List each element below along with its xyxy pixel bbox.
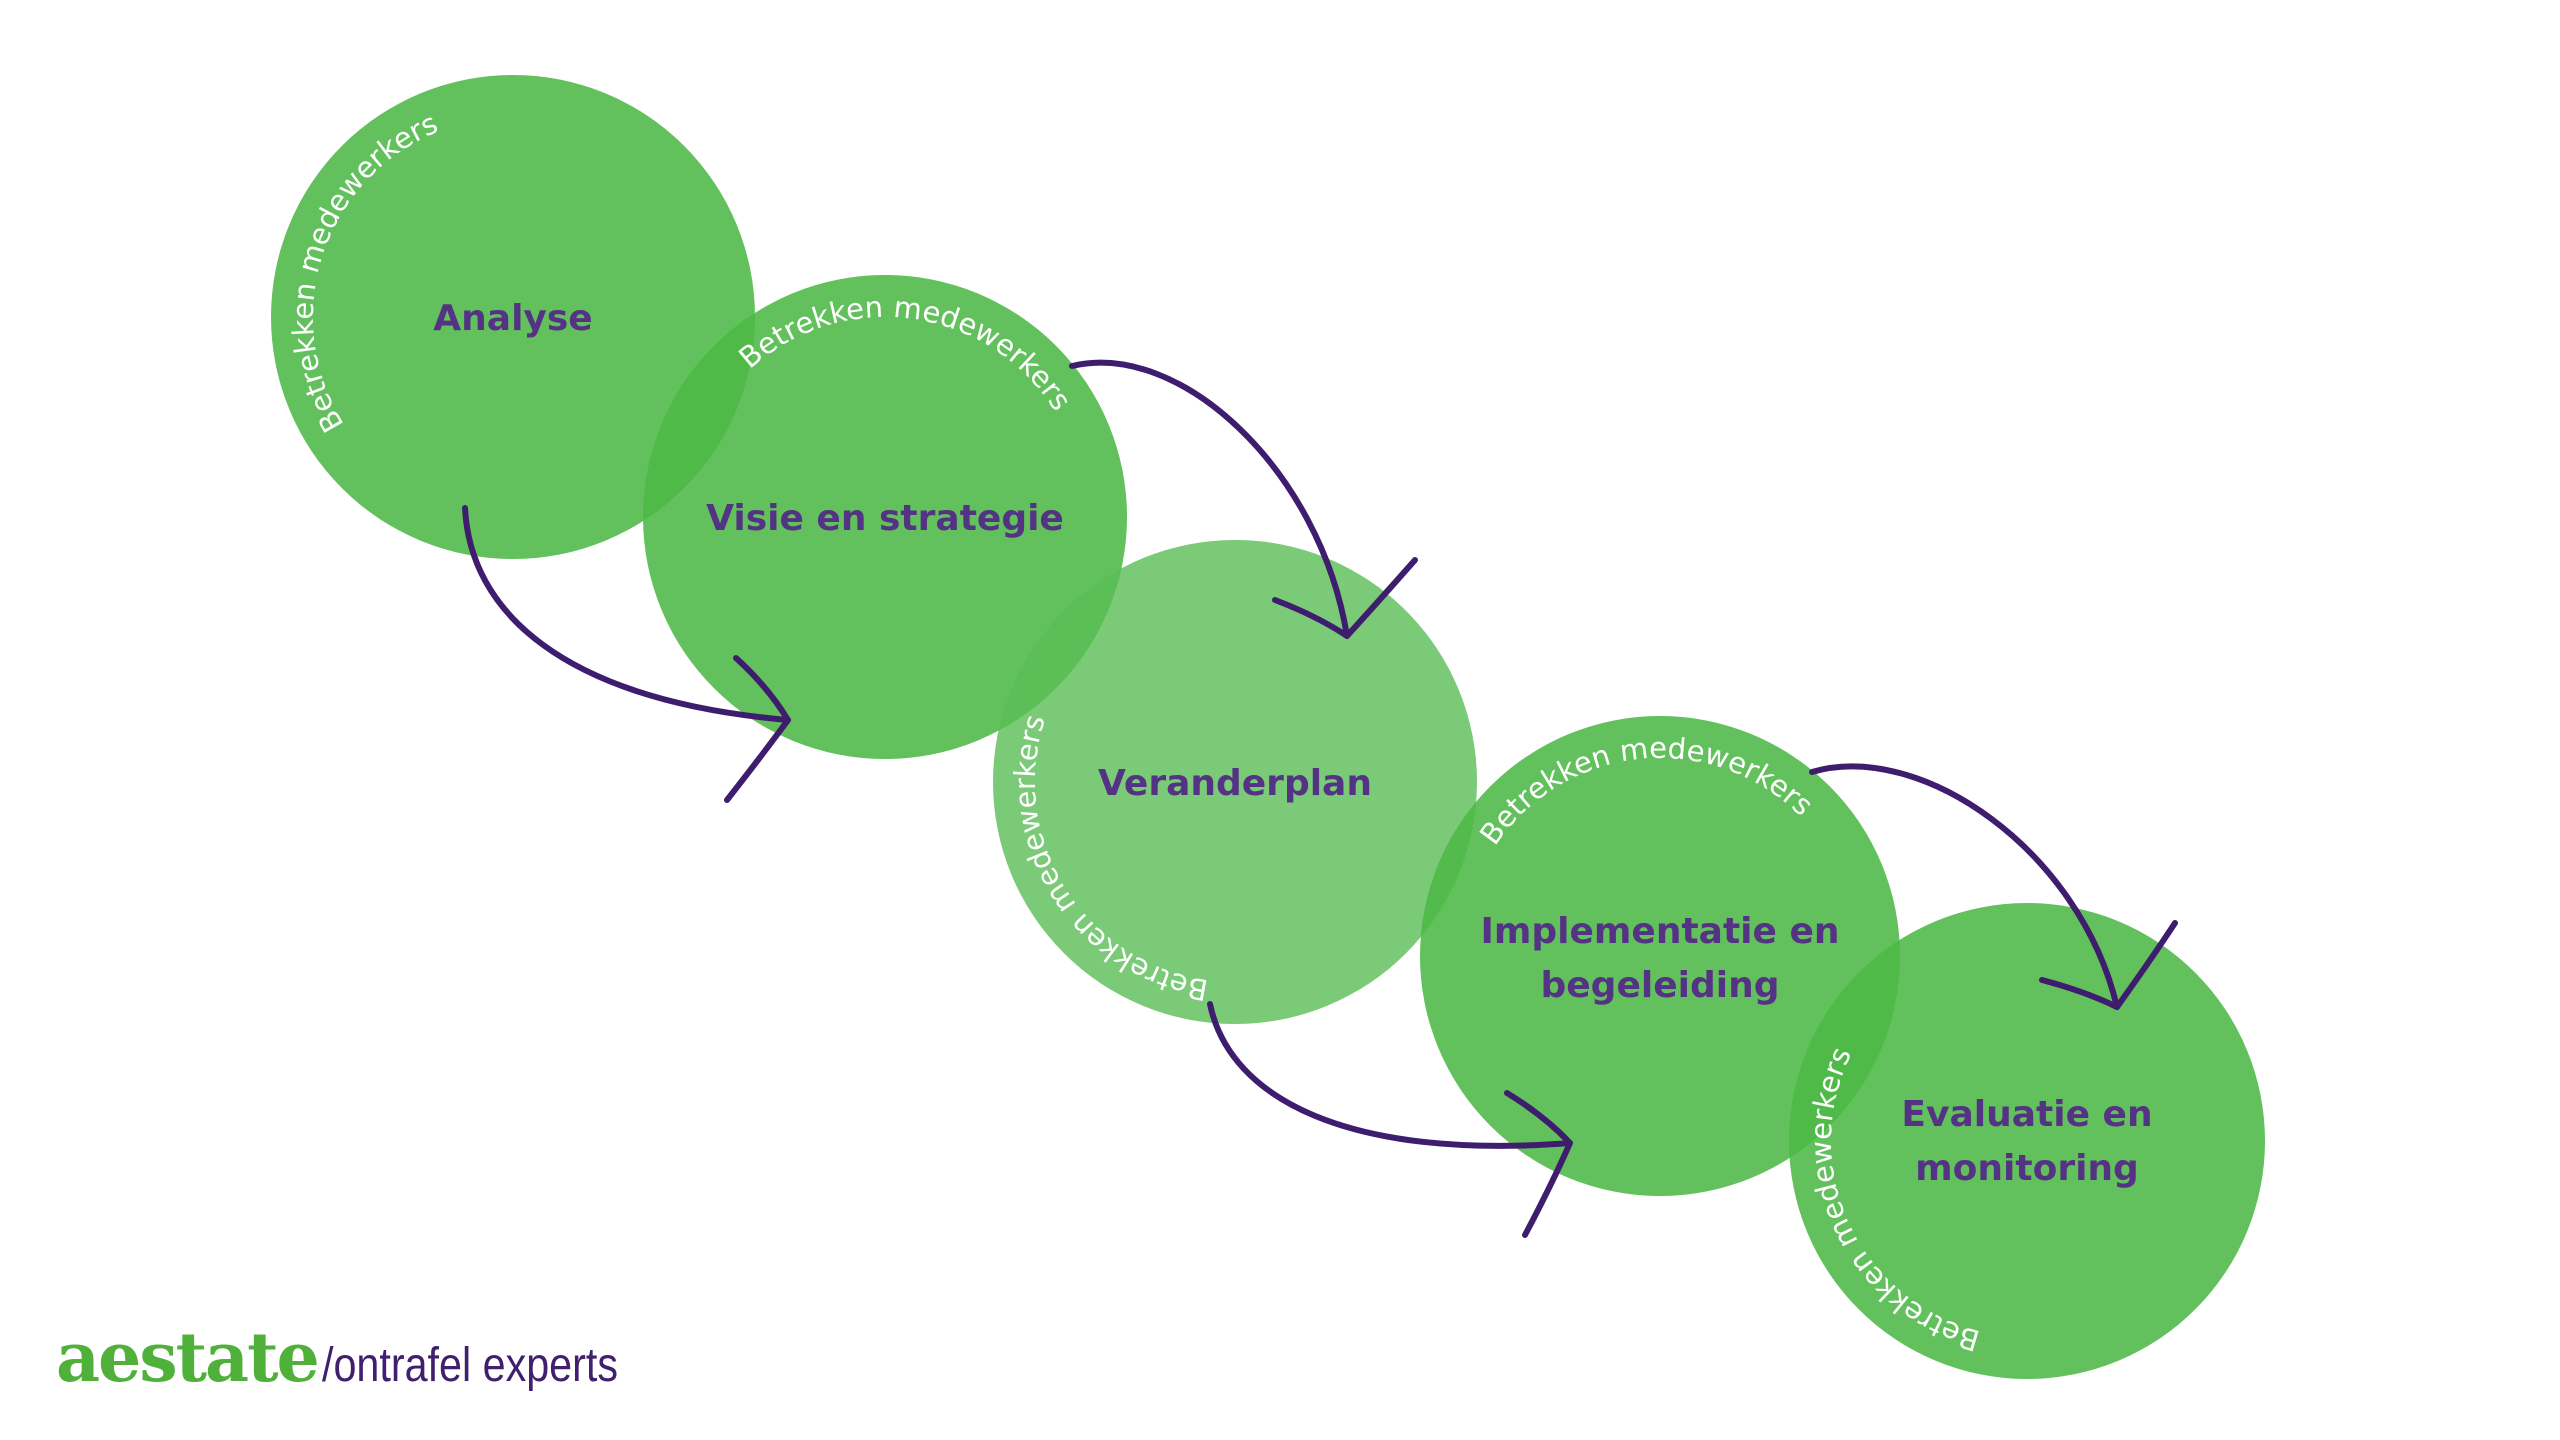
arrowhead-icon xyxy=(1504,1090,1573,1238)
arrowhead-icon xyxy=(2039,920,2178,1010)
step-circle-veranderplan xyxy=(993,540,1477,1024)
step-circle-implementatie xyxy=(1420,716,1900,1196)
arrow-shaft xyxy=(1809,763,2120,1010)
arrowhead-icon xyxy=(1272,557,1418,639)
logo-tagline: /ontrafel experts xyxy=(321,1339,618,1392)
arrow-shaft xyxy=(462,505,791,723)
step-label-analyse: Analyse xyxy=(433,298,592,339)
step-circle-analyse xyxy=(271,75,755,559)
step-label-implementatie-line-1: Implementatie en xyxy=(1480,911,1839,952)
step-label-evaluatie-line-1: Evaluatie en xyxy=(1901,1094,2152,1135)
arrow-shaft xyxy=(1069,359,1350,639)
arrowhead-icon xyxy=(724,655,791,803)
arrows-layer xyxy=(462,359,2178,1238)
step-circle-visie xyxy=(643,275,1127,759)
arrow-visie-to-veranderplan xyxy=(1069,359,1418,639)
circles-layer xyxy=(271,75,2265,1379)
logo: aestate/ontrafel experts xyxy=(56,1318,666,1398)
step-label-visie: Visie en strategie xyxy=(706,498,1064,539)
step-circle-evaluatie xyxy=(1789,903,2265,1379)
arrow-analyse-to-visie xyxy=(462,505,791,803)
logo-brand: aestate xyxy=(56,1318,320,1398)
step-label-veranderplan: Veranderplan xyxy=(1098,763,1372,804)
arrow-shaft xyxy=(1207,1001,1573,1149)
arrow-veranderplan-to-implementatie xyxy=(1207,1001,1573,1238)
arrow-implementatie-to-evaluatie xyxy=(1809,763,2178,1010)
step-label-evaluatie-line-2: monitoring xyxy=(1915,1148,2139,1189)
step-label-implementatie-line-2: begeleiding xyxy=(1541,965,1780,1006)
